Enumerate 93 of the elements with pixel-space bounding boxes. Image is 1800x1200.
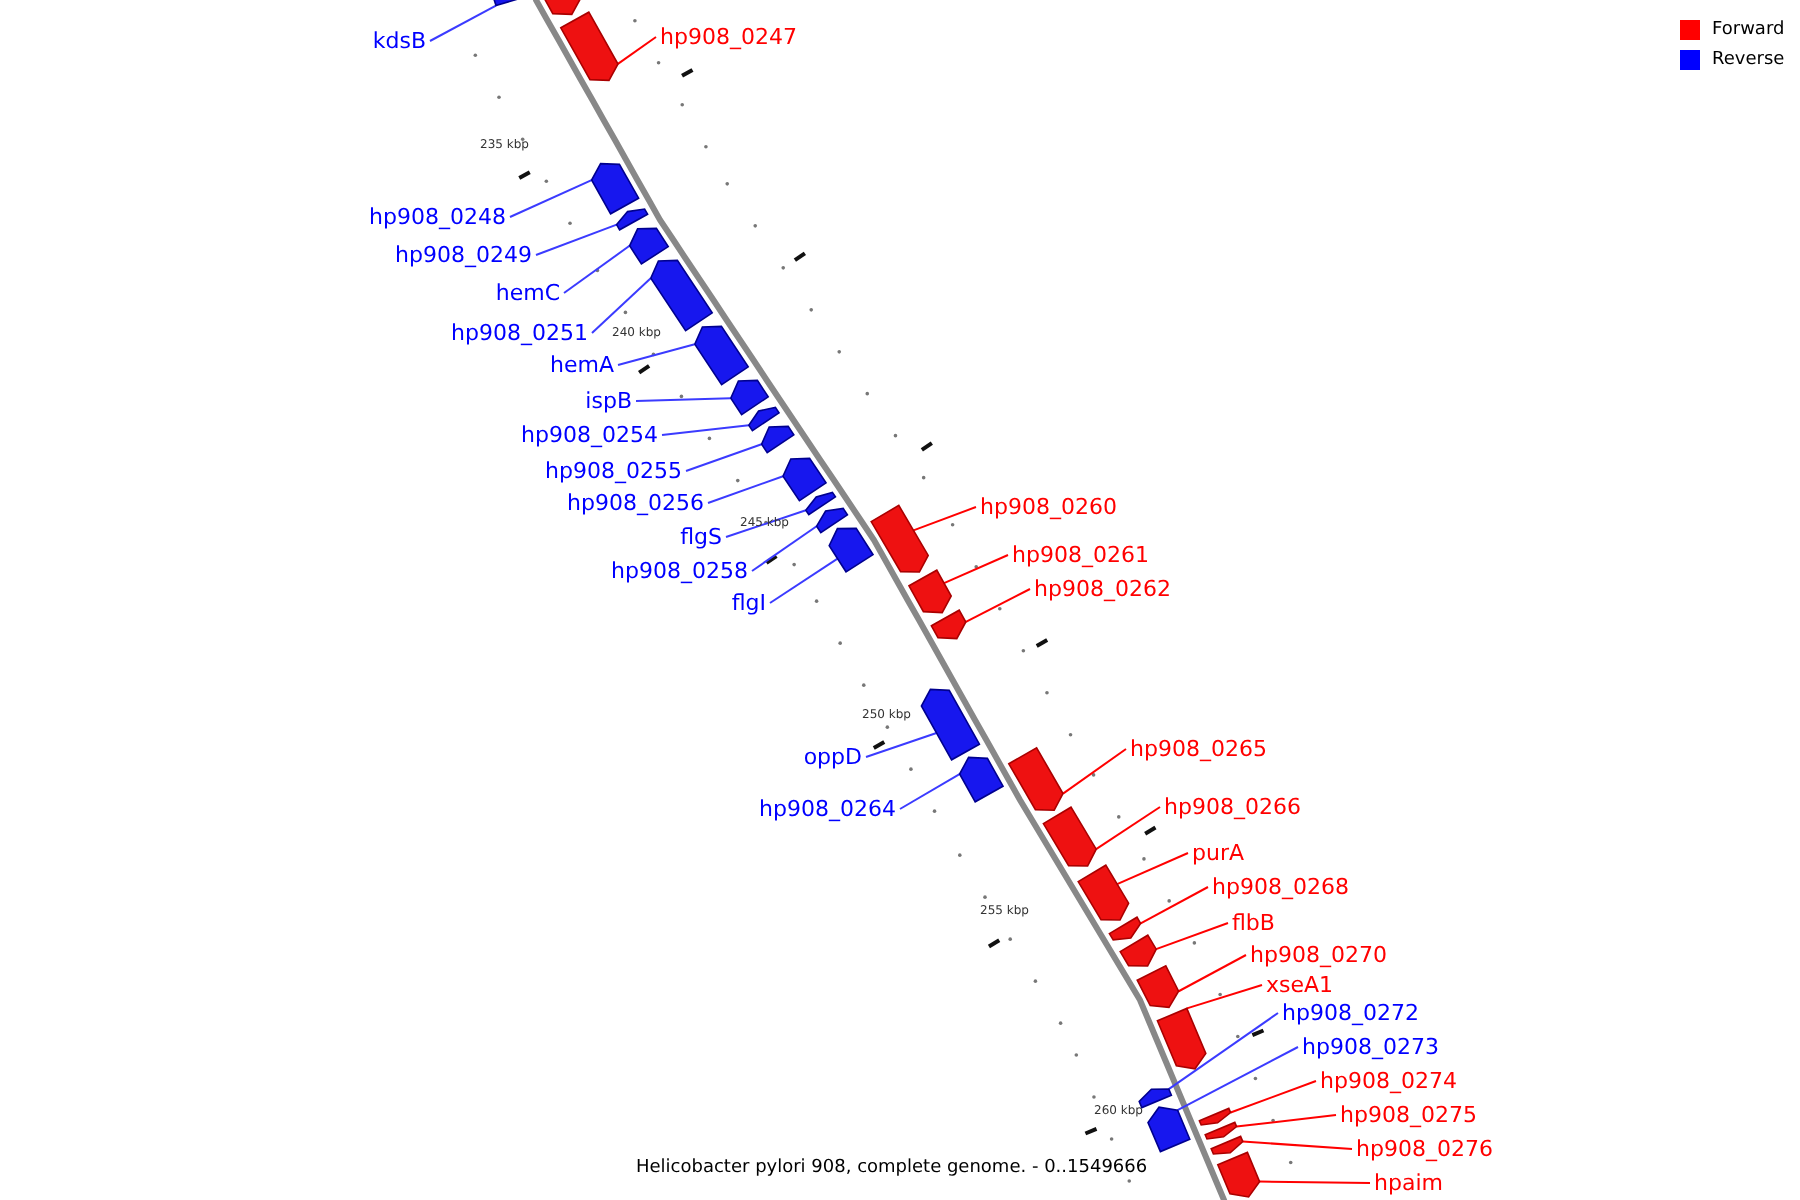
leader-line (725, 509, 807, 538)
gene-block (1198, 1107, 1232, 1126)
gene-label: ispB (585, 388, 632, 414)
gene-label: hp908_0265 (1130, 736, 1267, 762)
gene-block (1210, 1135, 1244, 1155)
gene-block (1136, 964, 1180, 1009)
gene-label: hp908_0256 (567, 490, 704, 516)
caption: Helicobacter pylori 908, complete genome. - 0..1549666 (636, 1158, 1148, 1178)
gene-block (930, 609, 967, 640)
gene-block (1007, 746, 1064, 811)
gene-label: hp908_0254 (521, 422, 658, 448)
gene-label: hp908_0264 (759, 796, 896, 822)
leader-line (1155, 922, 1229, 951)
leader-line (1176, 1046, 1299, 1112)
leader-line (943, 554, 1009, 585)
gene-block (958, 756, 1005, 803)
gene-label: hp908_0270 (1250, 942, 1387, 968)
gene-block (1138, 1088, 1173, 1109)
gene-label: hp908_0272 (1282, 1000, 1419, 1026)
leader-line (1258, 1180, 1371, 1184)
gene-block (828, 527, 875, 573)
gene-block (804, 491, 837, 516)
leader-line (899, 773, 961, 810)
gene-block (870, 504, 930, 573)
gene-block (729, 379, 770, 416)
leader-line (1167, 1012, 1279, 1091)
gene-label: hemC (495, 280, 560, 306)
gene-block (907, 569, 953, 614)
gene-block (815, 507, 849, 534)
leader-line (1095, 806, 1161, 851)
gene-label: oppD (803, 744, 862, 770)
leader-line (617, 343, 696, 366)
gene-label: purA (1192, 840, 1245, 866)
gene-block (542, 0, 582, 16)
leader-line (707, 475, 784, 504)
legend-label: Forward (1712, 20, 1785, 42)
leader-line (912, 506, 977, 532)
leader-line (1116, 852, 1189, 886)
leader-line (865, 731, 938, 758)
leader-line (616, 36, 657, 65)
leader-line (751, 525, 818, 572)
leader-line (661, 424, 750, 436)
gene-label: hp908_0248 (369, 204, 506, 230)
leader-line (685, 443, 763, 472)
leader-line (769, 557, 839, 604)
gene-label: hp908_0275 (1340, 1102, 1477, 1128)
gene-label: hp908_0247 (660, 24, 797, 50)
gene-label: flbB (1232, 910, 1275, 936)
leader-line (535, 223, 618, 256)
gene-label: hp908_0261 (1012, 542, 1149, 568)
gene-block (559, 11, 619, 82)
gene-block (1156, 1007, 1207, 1070)
gene-block (1204, 1121, 1238, 1140)
gene-block (747, 406, 781, 432)
leader-line (1062, 748, 1127, 795)
gene-block (760, 425, 795, 454)
gene-block (1077, 864, 1130, 921)
leader-line (635, 397, 732, 402)
gene-block (1042, 806, 1098, 867)
gene-block (920, 688, 981, 761)
leader-line (1185, 984, 1263, 1010)
leader-line (1241, 1140, 1353, 1150)
gene-label: hemA (550, 352, 614, 378)
gene-label: hpaim (1374, 1170, 1443, 1196)
gene-label: hp908_0273 (1302, 1034, 1439, 1060)
gene-block (1119, 934, 1158, 967)
gene-label: hp908_0249 (395, 242, 532, 268)
leader-line (591, 277, 652, 334)
gene-label: hp908_0255 (545, 458, 682, 484)
gene-label: hp908_0266 (1164, 794, 1301, 820)
gene-label: hp908_0260 (980, 494, 1117, 520)
legend-label: Reverse (1712, 50, 1785, 72)
gene-label: flgI (731, 590, 766, 616)
leader-line (1177, 954, 1247, 993)
gene-label: hp908_0258 (611, 558, 748, 584)
gene-label: flgS (680, 524, 722, 550)
leader-line (429, 4, 497, 42)
gene-label: xseA1 (1266, 972, 1334, 998)
gene-label: kdsB (372, 28, 426, 54)
gene-block (693, 325, 750, 386)
leader-line (563, 244, 631, 294)
gene-label: hp908_0251 (451, 320, 588, 346)
leader-line (1139, 886, 1209, 925)
gene-block (615, 208, 649, 231)
gene-label: hp908_0276 (1356, 1136, 1493, 1162)
gene-block (1108, 916, 1142, 941)
gene-label: hp908_0268 (1212, 874, 1349, 900)
leader-line (1235, 1114, 1337, 1128)
leader-line (509, 179, 593, 218)
gene-label: hp908_0274 (1320, 1068, 1457, 1094)
leader-line (964, 588, 1031, 623)
leader-line (1229, 1080, 1317, 1114)
gene-label: hp908_0262 (1034, 576, 1171, 602)
